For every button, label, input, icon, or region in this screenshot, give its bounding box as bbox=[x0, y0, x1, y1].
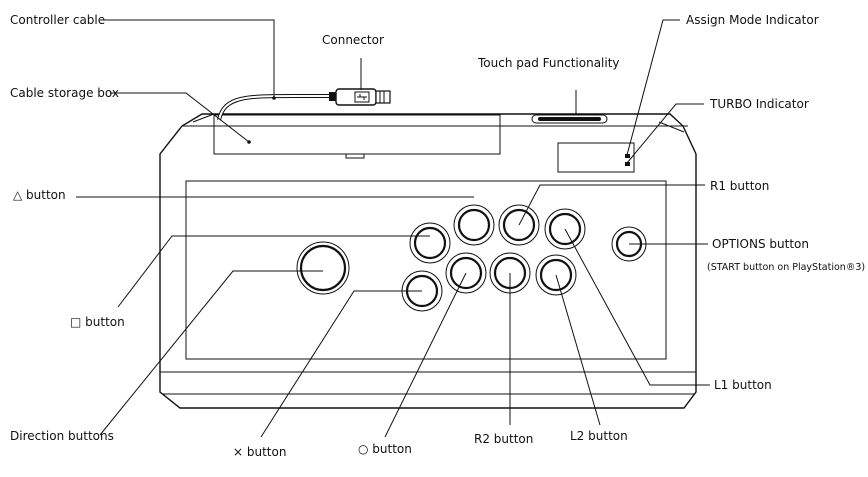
assign-mode-indicator-led bbox=[625, 154, 630, 158]
label-options-button: OPTIONS button bbox=[712, 237, 809, 251]
label-cable-storage-box: Cable storage box bbox=[10, 86, 119, 100]
triangle-button bbox=[453, 204, 495, 246]
label-l2-button: L2 button bbox=[570, 429, 628, 443]
label-controller-cable: Controller cable bbox=[10, 13, 105, 27]
usb-connector bbox=[329, 88, 391, 106]
turbo-indicator-led bbox=[625, 162, 630, 166]
indicator-panel bbox=[557, 142, 635, 173]
label-cross-button: × button bbox=[233, 445, 286, 459]
direction-buttons bbox=[296, 241, 350, 295]
label-r1-button: R1 button bbox=[710, 179, 769, 193]
label-triangle-button: △ button bbox=[13, 188, 66, 202]
top-panel bbox=[185, 180, 667, 360]
label-turbo-indicator: TURBO Indicator bbox=[709, 97, 809, 111]
label-circle-button: ○ button bbox=[358, 442, 412, 456]
label-direction-buttons: Direction buttons bbox=[10, 429, 114, 443]
label-options-note: (START button on PlayStation®3) bbox=[707, 262, 865, 273]
label-touch-pad: Touch pad Functionality bbox=[477, 56, 620, 70]
square-button bbox=[409, 222, 451, 264]
label-r2-button: R2 button bbox=[474, 432, 533, 446]
label-l1-button: L1 button bbox=[714, 378, 772, 392]
leader-lines bbox=[76, 19, 710, 438]
storage-box-latch bbox=[345, 153, 365, 159]
controller-cable bbox=[217, 94, 330, 121]
label-connector: Connector bbox=[322, 33, 384, 47]
label-assign-mode-indicator: Assign Mode Indicator bbox=[686, 13, 819, 27]
label-square-button: □ button bbox=[70, 315, 125, 329]
touch-pad-slot bbox=[531, 114, 608, 124]
